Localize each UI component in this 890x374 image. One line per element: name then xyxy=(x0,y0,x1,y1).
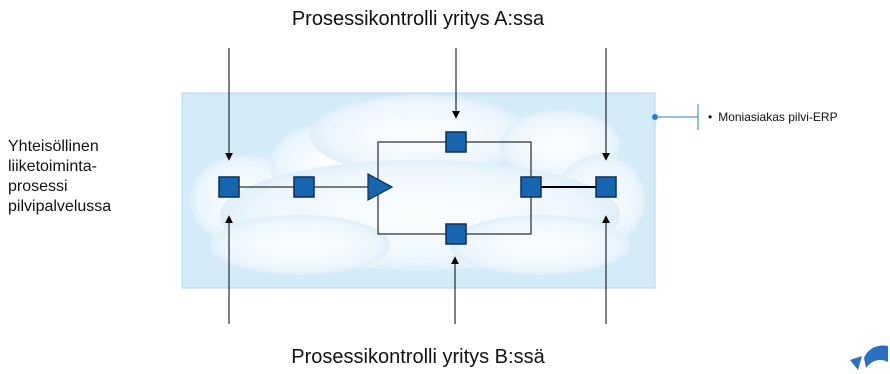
title-company-a: Prosessikontrolli yritys A:ssa xyxy=(291,8,545,30)
brand-logo-icon xyxy=(850,345,888,370)
split-gateway xyxy=(367,172,394,202)
label-line-3: prosessi xyxy=(8,178,68,195)
legend-multitenant-cloud-erp: • Moniasiakas pilvi-ERP xyxy=(708,110,838,124)
title-company-b: Prosessikontrolli yritys B:ssä xyxy=(291,346,545,368)
process-node-join xyxy=(520,176,542,198)
process-description-label: Yhteisöllinen liiketoiminta- prosessi pi… xyxy=(8,137,111,217)
process-node-start xyxy=(218,176,240,198)
process-node-bottom-branch xyxy=(445,223,467,245)
process-node-top-branch xyxy=(445,131,467,153)
label-line-2: liiketoiminta- xyxy=(8,158,97,175)
label-line-1: Yhteisöllinen xyxy=(8,138,99,155)
legend-label: Moniasiakas pilvi-ERP xyxy=(718,110,838,124)
process-node-end xyxy=(595,176,617,198)
legend-bullet: • xyxy=(708,110,713,124)
label-line-4: pilvipalvelussa xyxy=(8,198,112,215)
process-node-2 xyxy=(293,176,315,198)
